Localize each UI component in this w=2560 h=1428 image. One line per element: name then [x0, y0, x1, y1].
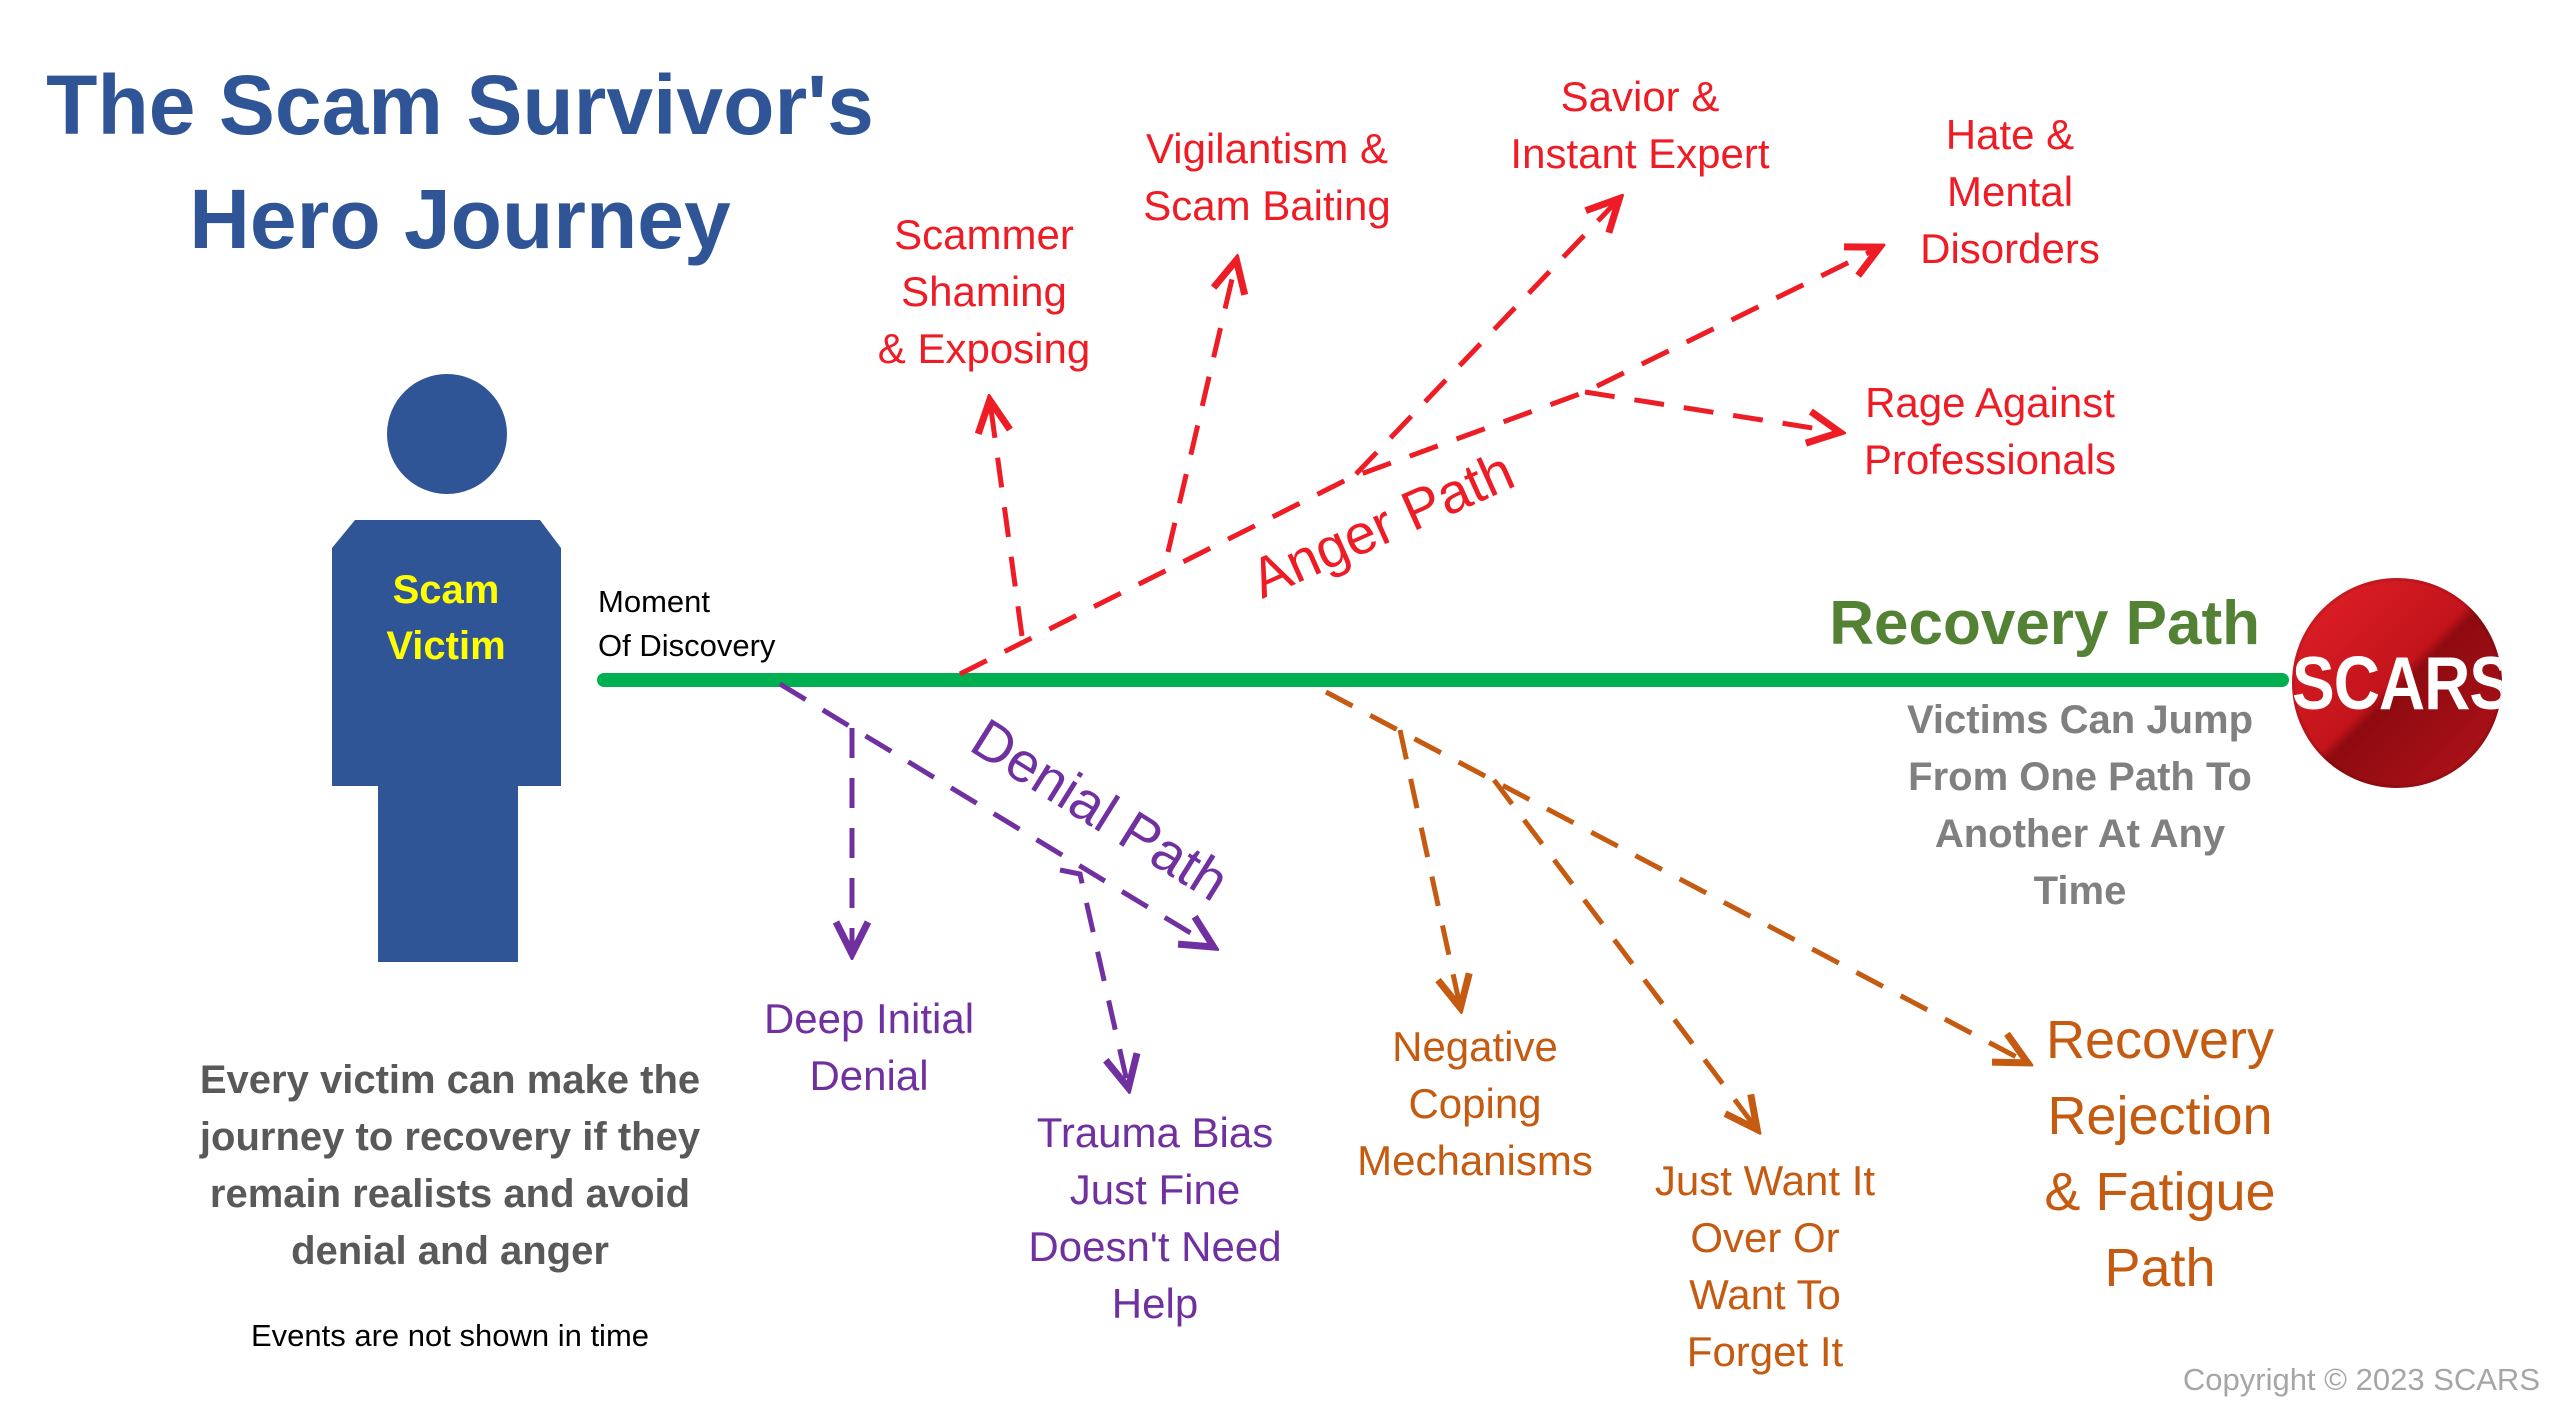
jump-note-line: Another At Any: [1934, 812, 2226, 856]
outcome-line: Savior &: [1560, 73, 1720, 120]
anger-outcome-shaming: Scammer Shaming & Exposing: [864, 206, 1104, 377]
moment-line-2: Of Discovery: [598, 628, 776, 663]
outcome-line: Instant Expert: [1510, 130, 1770, 177]
summary-line: remain realists and avoid: [209, 1172, 691, 1216]
moment-line-1: Moment: [598, 584, 710, 619]
victim-label-line-1: Scam: [392, 568, 500, 612]
jump-note-line: Victims Can Jump: [1906, 698, 2254, 742]
outcome-line: Path: [2104, 1238, 2216, 1298]
anger-outcome-rage: Rage Against Professionals: [1850, 374, 2130, 488]
outcome-line: Trauma Bias: [1036, 1109, 1274, 1156]
outcome-line: Over Or: [1690, 1214, 1840, 1261]
outcome-line: Mechanisms: [1357, 1137, 1593, 1184]
outcome-line: Deep Initial: [763, 995, 975, 1042]
scars-logo: SCARS: [2292, 578, 2502, 788]
outcome-line: Want To: [1689, 1271, 1841, 1318]
victim-legs: [378, 784, 518, 962]
outcome-line: & Exposing: [877, 325, 1091, 372]
summary-line: denial and anger: [291, 1229, 609, 1273]
outcome-line: Rage Against: [1865, 379, 2115, 426]
outcome-line: & Fatigue: [2044, 1162, 2276, 1222]
outcome-line: Shaming: [901, 268, 1067, 315]
rejection-branch-forget: [1492, 778, 1756, 1128]
outcome-line: Just Fine: [1069, 1166, 1241, 1213]
rejection-outcome-forget: Just Want It Over Or Want To Forget It: [1630, 1152, 1900, 1380]
outcome-line: Rejection: [2047, 1086, 2273, 1146]
outcome-line: Disorders: [1920, 225, 2100, 272]
anger-branch-vigilantism: [1165, 262, 1236, 553]
rejection-path-label: Recovery Rejection & Fatigue Path: [2000, 1002, 2320, 1306]
rejection-branch-coping: [1397, 729, 1460, 1006]
victim-label: Scam Victim: [336, 562, 556, 674]
denial-path-label: Denial Path: [961, 706, 1240, 913]
outcome-line: Mental: [1946, 168, 2074, 215]
outcome-line: Help: [1111, 1280, 1199, 1327]
scars-logo-text: SCARS: [2292, 640, 2502, 726]
denial-main-line: [778, 681, 1212, 946]
victim-head: [387, 374, 507, 494]
victim-figure: [332, 374, 561, 962]
anger-branch-savior: [1354, 200, 1618, 476]
denial-outcome-deep: Deep Initial Denial: [744, 990, 994, 1104]
summary-line: journey to recovery if they: [199, 1115, 701, 1159]
outcome-line: Forget It: [1686, 1328, 1844, 1375]
summary-line: Every victim can make the: [199, 1058, 701, 1102]
recovery-path-label: Recovery Path: [1829, 589, 2260, 658]
anger-branch-shaming: [990, 402, 1025, 637]
summary-text: Every victim can make the journey to rec…: [150, 1052, 750, 1280]
jump-note: Victims Can Jump From One Path To Anothe…: [1870, 692, 2290, 920]
moment-of-discovery-label: Moment Of Discovery: [598, 580, 775, 668]
denial-branch-trauma: [1059, 867, 1128, 1086]
victim-torso: [332, 520, 561, 786]
outcome-line: Scammer: [894, 211, 1074, 258]
rejection-outcome-coping: Negative Coping Mechanisms: [1340, 1018, 1610, 1189]
anger-outcome-savior: Savior & Instant Expert: [1490, 68, 1790, 182]
title-line-2: Hero Journey: [189, 172, 731, 266]
outcome-line: Scam Baiting: [1143, 182, 1391, 229]
outcome-line: Hate &: [1945, 111, 2075, 158]
anger-path-lines: [958, 200, 1878, 677]
outcome-line: Coping: [1408, 1080, 1542, 1127]
anger-main-line: [958, 248, 1878, 677]
outcome-line: Recovery: [2045, 1010, 2275, 1070]
outcome-line: Professionals: [1863, 436, 2117, 483]
copyright: Copyright © 2023 SCARS: [2182, 1362, 2540, 1397]
outcome-line: Negative: [1392, 1023, 1558, 1070]
events-note: Events are not shown in time: [250, 1318, 650, 1353]
page-title: The Scam Survivor's Hero Journey: [40, 48, 880, 276]
denial-outcome-trauma: Trauma Bias Just Fine Doesn't Need Help: [1010, 1104, 1300, 1332]
denial-path-lines: [778, 681, 1212, 1086]
jump-note-line: Time: [2033, 869, 2127, 913]
rejection-main-line: [1324, 689, 2026, 1062]
outcome-line: Vigilantism &: [1146, 125, 1388, 172]
rejection-path-lines: [1324, 689, 2026, 1128]
anger-outcome-vigilantism: Vigilantism & Scam Baiting: [1112, 120, 1422, 234]
jump-note-line: From One Path To: [1908, 755, 2252, 799]
victim-label-line-2: Victim: [386, 624, 506, 668]
outcome-line: Doesn't Need: [1028, 1223, 1282, 1270]
outcome-line: Denial: [809, 1052, 929, 1099]
outcome-line: Just Want It: [1654, 1157, 1876, 1204]
title-line-1: The Scam Survivor's: [46, 58, 874, 152]
anger-branch-rage: [1584, 389, 1838, 432]
anger-outcome-hate: Hate & Mental Disorders: [1890, 106, 2130, 277]
